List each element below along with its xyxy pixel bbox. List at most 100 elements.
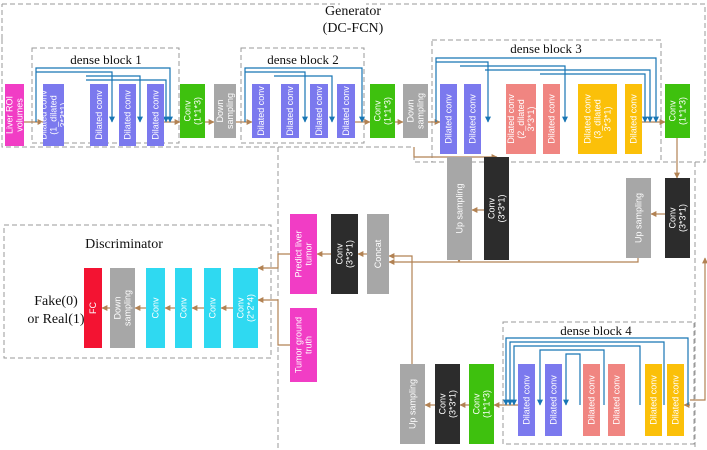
db4-dilated-conv-3: Dilated conv (583, 364, 600, 436)
skip-db4-c (511, 345, 641, 406)
down-sampling-1-box (214, 84, 236, 138)
db3-dilated-conv-1-box (440, 84, 457, 154)
db4-dilated-conv-1-box (518, 364, 535, 436)
db1-dilated-conv-2-label: Dilated conv (94, 90, 104, 140)
db2-dilated-conv-4: Dilated conv (337, 84, 355, 138)
disc-down-sampling-box (110, 268, 135, 348)
skip-db3-d (485, 69, 653, 123)
db4-dilated-conv-6-label: Dilated conv (671, 375, 681, 425)
db2-dilated-conv-3-label: Dilated conv (314, 86, 324, 136)
disc-conv-4-label: Conv (151, 297, 161, 319)
disc-conv-1: Conv(2*2*4) (233, 268, 258, 348)
conv-1x1x3-c-box (665, 84, 690, 138)
conv-3x3x1-c-box (331, 214, 358, 294)
skip-db1-a (35, 67, 173, 123)
db2-dilated-conv-2: Dilated conv (281, 84, 299, 138)
network-blocks: Liver ROIvolumes Dilated conv(1_dilated3*… (5, 84, 690, 444)
db3-dilated-conv-2: Dilated conv (464, 84, 481, 154)
conv-3x3x1-a-label: Conv(3*3*1) (668, 204, 688, 232)
db2-dilated-conv-1-label: Dilated conv (256, 86, 266, 136)
up-sampling-3-label: Up sampling (408, 379, 418, 429)
skip-db1-b (36, 71, 115, 123)
dense-block-2-frame (240, 47, 365, 144)
conv-3x3x1-d: Conv(3*3*1) (435, 364, 460, 444)
db2-dilated-conv-2-box (281, 84, 299, 138)
arrow-truth-to-disc (257, 297, 290, 346)
conv-3x3x1-d-box (435, 364, 460, 444)
liver-roi-volumes-box (5, 84, 24, 146)
db4-dilated-conv-2: Dilated conv (545, 364, 562, 436)
skip-db3-c (460, 65, 568, 123)
discriminator-output-line2: or Real(1) (27, 312, 84, 327)
db2-dilated-conv-1-box (252, 84, 270, 138)
up-sampling-2-label: Up sampling (455, 183, 465, 233)
db1-dilated-conv-1-label: Dilated conv(1_dilated3*3*1) (39, 90, 69, 140)
skip-connections (35, 57, 689, 406)
liver-roi-volumes-label: Liver ROIvolumes (5, 96, 25, 134)
generator-frame-top (1, 3, 706, 163)
db3-dilated-conv-4-label: Dilated conv (547, 94, 557, 144)
predict-liver-tumor: Predict livertumor (290, 214, 317, 294)
generator-title: Generator (325, 4, 381, 19)
conv-1x1x3-b: Conv(1*1*3) (370, 84, 395, 138)
predict-liver-tumor-box (290, 214, 317, 294)
db4-dilated-conv-6-box (667, 364, 684, 436)
conv-3x3x1-d-label: Conv(3*3*1) (438, 390, 458, 418)
disc-conv-4-box (146, 268, 165, 348)
disc-fc-box (84, 268, 102, 348)
db1-dilated-conv-2-box (90, 84, 108, 146)
skip-db3-b (436, 61, 491, 123)
down-sampling-2-label: Downsampling (406, 93, 426, 129)
tumor-ground-truth: Tumor groundtruth (290, 308, 317, 382)
up-sampling-3: Up sampling (400, 364, 425, 444)
disc-down-sampling: Downsampling (110, 268, 135, 348)
disc-conv-1-box (233, 268, 258, 348)
db1-dilated-conv-4-box (147, 84, 164, 146)
down-sampling-1-label: Downsampling (215, 93, 235, 129)
concat-label: Concat (373, 239, 383, 268)
conv-1x1x3-c-label: Conv(1*1*3) (668, 97, 688, 125)
db4-dilated-conv-1-label: Dilated conv (522, 375, 532, 425)
db1-dilated-conv-1: Dilated conv(1_dilated3*3*1) (39, 84, 69, 146)
conv-3x3x1-a-box (665, 178, 690, 258)
conv-1x1x3-d-box (469, 364, 494, 444)
up-sampling-1: Up sampling (626, 178, 651, 258)
db1-dilated-conv-3-box (119, 84, 136, 146)
db2-dilated-conv-4-box (337, 84, 355, 138)
db4-dilated-conv-4-label: Dilated conv (612, 375, 622, 425)
tumor-ground-truth-label: Tumor groundtruth (294, 317, 314, 373)
db3-dilated-conv-3-box (506, 84, 536, 154)
dense-block-2-label: dense block 2 (267, 52, 338, 67)
db2-dilated-conv-3-box (310, 84, 328, 138)
skip-db4-b (507, 341, 665, 406)
disc-conv-2: Conv (204, 268, 221, 348)
conv-1x1x3-b-box (370, 84, 395, 138)
down-sampling-2: Downsampling (403, 84, 428, 138)
db3-dilated-conv-6: Dilated conv (625, 84, 642, 154)
dense-block-4-frame (502, 321, 695, 445)
db4-dilated-conv-5-label: Dilated conv (649, 375, 659, 425)
db3-dilated-conv-4: Dilated conv (543, 84, 560, 154)
db4-dilated-conv-4-box (608, 364, 625, 436)
arrow-right-rail (690, 257, 707, 401)
disc-conv-2-box (204, 268, 221, 348)
arrow-up3-to-concat (388, 253, 413, 364)
concat-box (367, 214, 389, 294)
disc-fc: FC (84, 268, 102, 348)
down-sampling-2-box (403, 84, 428, 138)
dense-block-3-frame (431, 39, 662, 163)
concat: Concat (367, 214, 389, 294)
db1-dilated-conv-1-box (43, 84, 64, 146)
skip-db4-e (563, 353, 581, 406)
up-sampling-3-box (400, 364, 425, 444)
db3-dilated-conv-2-label: Dilated conv (468, 94, 478, 144)
skip-db1-c (86, 75, 143, 123)
db3-dilated-conv-3: Dilated conv(2_dilated3*3*1) (506, 84, 536, 154)
conv-3x3x1-b: Conv(3*3*1) (484, 157, 509, 260)
conv-1x1x3-d: Conv(1*1*3) (469, 364, 494, 444)
db2-dilated-conv-1: Dilated conv (252, 84, 270, 138)
dense-block-1-label: dense block 1 (70, 52, 141, 67)
arrow-predict-to-disc (257, 253, 290, 271)
discriminator-output-line1: Fake(0) (34, 294, 78, 309)
up-sampling-2: Up sampling (447, 157, 472, 260)
